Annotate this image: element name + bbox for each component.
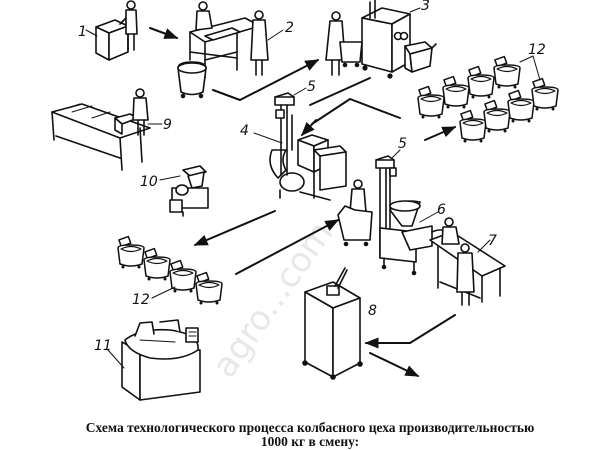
meat-grinder-icon xyxy=(325,0,437,79)
flow-arrow xyxy=(149,27,179,39)
leader-11 xyxy=(107,349,125,369)
ice-maker-icon xyxy=(169,165,209,217)
deboning-table-icon xyxy=(177,1,269,99)
label-6: 6 xyxy=(437,202,446,218)
label-3: 3 xyxy=(421,0,430,14)
label-10: 10 xyxy=(140,174,158,190)
flow-arrow xyxy=(212,59,320,101)
flow-arrow xyxy=(424,126,457,141)
cart-icon xyxy=(507,89,535,124)
smoking-cabinet-icon xyxy=(302,267,363,380)
label-8: 8 xyxy=(368,303,377,319)
leader-5b xyxy=(391,149,401,159)
label-9: 9 xyxy=(163,117,172,133)
label-12-top: 12 xyxy=(528,42,546,58)
leader-5a xyxy=(293,87,307,96)
spice-table-icon xyxy=(51,88,151,171)
leader-4 xyxy=(253,132,283,144)
diagram-subtitle: 1000 кг в смену: xyxy=(260,434,360,449)
cart-icon xyxy=(117,235,145,270)
flow-arrow xyxy=(364,314,456,349)
cutter-mixer-icon xyxy=(269,134,347,201)
label-2: 2 xyxy=(285,20,294,36)
label-11: 11 xyxy=(94,338,112,354)
flow-arrow xyxy=(309,77,371,106)
cart-icon xyxy=(417,85,445,120)
process-diagram: agro...com 1 2 xyxy=(51,0,559,401)
label-5-lower: 5 xyxy=(398,136,407,152)
leader-12a xyxy=(532,55,541,81)
worker-icon xyxy=(337,179,373,247)
leader-12b xyxy=(151,286,176,299)
label-12-bottom: 12 xyxy=(132,292,150,308)
meat-container-icon xyxy=(95,0,138,61)
leader-3 xyxy=(409,7,421,13)
cart-icon xyxy=(483,99,511,134)
cart-icon xyxy=(531,77,559,112)
label-7: 7 xyxy=(488,233,497,249)
label-1: 1 xyxy=(78,24,87,40)
bowl-cutter-icon xyxy=(121,319,201,401)
label-4: 4 xyxy=(240,123,249,139)
leader-6 xyxy=(419,211,439,223)
flow-arrow xyxy=(311,98,401,125)
cart-icon xyxy=(195,271,223,306)
leader-1 xyxy=(85,29,98,37)
diagram-title: Схема технологического процесса колбасно… xyxy=(85,420,535,435)
sausage-filler-icon xyxy=(379,200,449,276)
flow-arrow xyxy=(369,352,420,377)
tying-table-icon xyxy=(429,217,506,306)
flow-arrow xyxy=(193,210,276,246)
cart-icon xyxy=(143,247,171,282)
flow-arrow xyxy=(235,219,340,275)
cart-icon xyxy=(467,65,495,100)
cart-icon xyxy=(459,109,487,144)
flow-arrow xyxy=(301,119,317,137)
lift-hoist-icon xyxy=(274,92,295,176)
leader-7 xyxy=(477,239,491,253)
cart-icon xyxy=(442,75,470,110)
label-5-upper: 5 xyxy=(307,79,316,95)
leader-10 xyxy=(159,175,181,181)
leader-2 xyxy=(267,29,284,41)
leader-12a xyxy=(519,55,534,63)
cart-icon xyxy=(493,55,521,90)
